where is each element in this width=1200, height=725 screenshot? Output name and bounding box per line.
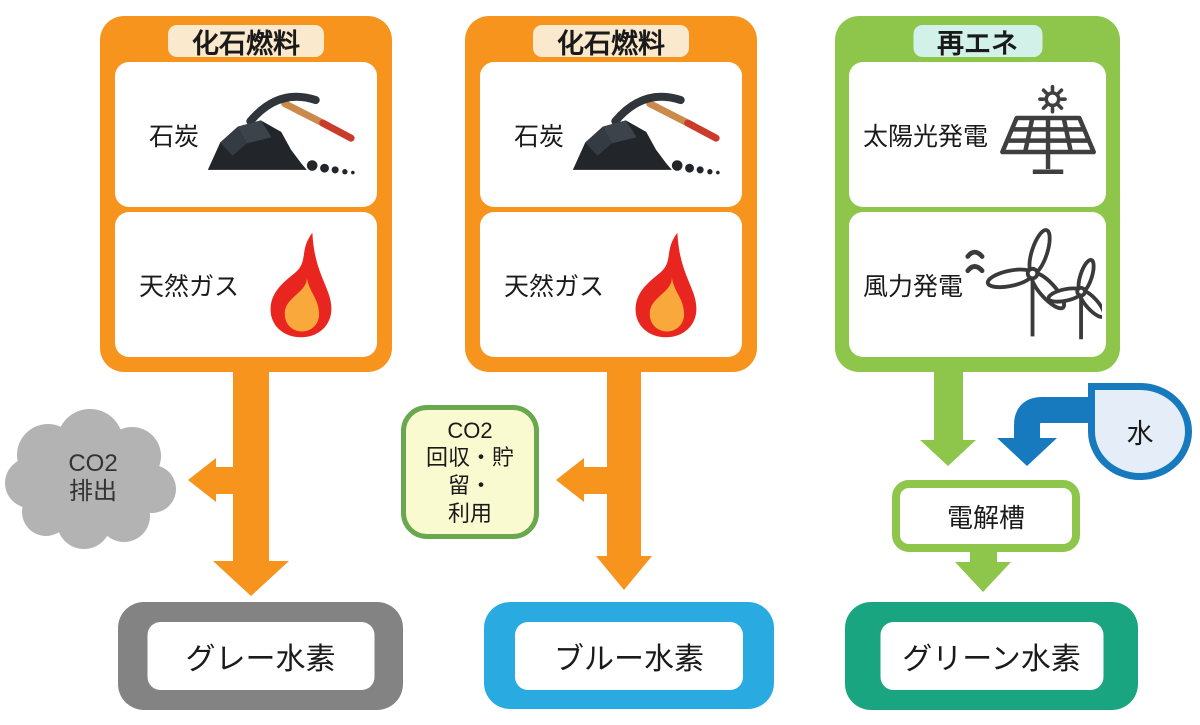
- coal-label-1: 石炭: [149, 122, 200, 151]
- blue-hydrogen-label: ブルー水素: [515, 621, 743, 690]
- co2-capture-line1: CO2: [447, 417, 493, 443]
- natural-gas-card-2: 天然ガス: [480, 212, 742, 357]
- renewable-header: 再エネ: [913, 25, 1042, 59]
- fossil-fuel-header-2: 化石燃料: [533, 25, 689, 59]
- water-label: 水: [1126, 419, 1154, 449]
- electrolyzer-box: 電解槽: [892, 480, 1080, 552]
- water-to-electrolyzer-arrow: [997, 397, 1092, 466]
- green-hydrogen-box: グリーン水素: [845, 602, 1138, 710]
- fossil-fuel-container-2: 化石燃料 石炭 天然ガス: [465, 16, 757, 372]
- co2-emission-line2: 排出: [69, 478, 117, 505]
- co2-cloud-shape: [5, 409, 176, 549]
- co2-capture-box: CO2 回収・貯留・ 利用: [401, 405, 539, 539]
- coal-card-1: 石炭: [115, 62, 377, 207]
- fossil-fuel-container-1: 化石燃料 石炭 天然ガス: [100, 16, 392, 372]
- blue-hydrogen-box: ブルー水素: [484, 602, 774, 709]
- co2-capture-branch-arrow: [556, 458, 611, 502]
- solar-label: 太陽光発電: [863, 122, 989, 151]
- coal-card-2: 石炭: [480, 62, 742, 207]
- renewable-header-label: 再エネ: [937, 28, 1018, 59]
- coal-label-2: 石炭: [514, 122, 565, 151]
- renewable-to-electrolyzer-arrow: [920, 369, 976, 466]
- co2-capture-line2: 回収・貯留・: [425, 445, 514, 498]
- natural-gas-label-2: 天然ガス: [504, 272, 605, 301]
- flame-icon: [635, 232, 697, 337]
- renewable-container: 再エネ 太陽光発電: [835, 16, 1120, 372]
- coal-pickaxe-icon: [572, 92, 720, 174]
- electrolyzer-label: 電解槽: [946, 502, 1025, 533]
- fossil-fuel-header-1-label: 化石燃料: [192, 28, 300, 59]
- fossil-fuel-header-2-label: 化石燃料: [557, 28, 665, 59]
- solar-card: 太陽光発電: [849, 62, 1106, 207]
- wind-turbine-icon: [965, 227, 1102, 339]
- gray-hydrogen-label: グレー水素: [147, 622, 374, 690]
- green-hydrogen-label: グリーン水素: [880, 622, 1103, 690]
- coal-pickaxe-icon: [207, 92, 355, 174]
- co2-emission-line1: CO2: [68, 450, 118, 478]
- natural-gas-card-1: 天然ガス: [115, 212, 377, 357]
- blue-column-down-arrow: [596, 369, 652, 590]
- co2-capture-line3: 利用: [447, 500, 492, 526]
- co2-emission-branch-arrow: [188, 458, 257, 502]
- wind-card: 風力発電: [849, 212, 1106, 357]
- fossil-fuel-header-1: 化石燃料: [168, 25, 324, 59]
- flame-icon: [270, 232, 332, 337]
- gray-column-down-arrow: [213, 369, 289, 596]
- solar-panel-icon: [1000, 84, 1096, 174]
- wind-label: 風力発電: [863, 272, 964, 301]
- water-drop: 水: [1088, 383, 1192, 480]
- electrolyzer-to-hydrogen-arrow: [955, 551, 1011, 592]
- co2-emission-text: CO2 排出: [8, 412, 178, 544]
- gray-hydrogen-box: グレー水素: [118, 602, 403, 710]
- natural-gas-label-1: 天然ガス: [139, 272, 240, 301]
